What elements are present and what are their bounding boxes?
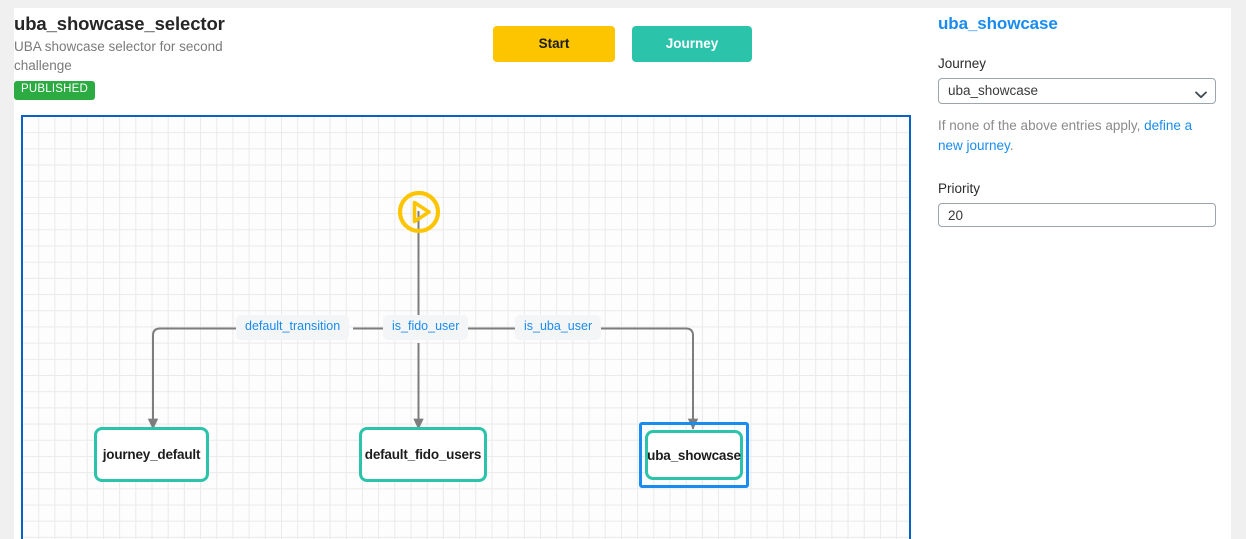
start-node[interactable] (396, 189, 442, 235)
journey-button[interactable]: Journey (632, 26, 752, 62)
page-title: uba_showcase_selector (14, 13, 225, 34)
node-uba-showcase-selection-ring[interactable]: uba_showcase (639, 422, 749, 488)
node-default-fido-users[interactable]: default_fido_users (359, 427, 487, 482)
node-uba-showcase[interactable]: uba_showcase (645, 430, 743, 480)
journey-select-wrap: uba_showcase (938, 78, 1216, 104)
edge-label-default-transition[interactable]: default_transition (236, 315, 350, 340)
priority-input[interactable] (938, 203, 1216, 228)
journey-helper-text: If none of the above entries apply, defi… (938, 116, 1218, 155)
define-new-journey-link[interactable]: define a new journey (938, 118, 1193, 153)
helper-prefix: If none of the above entries apply, (938, 118, 1145, 133)
properties-panel: uba_showcase Journey uba_showcase If non… (938, 14, 1228, 228)
journey-field-label: Journey (938, 56, 987, 71)
right-gutter (1231, 0, 1246, 539)
panel-title: uba_showcase (938, 14, 1058, 33)
page-subtitle: UBA showcase selector for second challen… (14, 39, 223, 73)
toolbar: Start Journey (493, 26, 752, 62)
helper-suffix: . (1009, 137, 1014, 153)
flow-canvas[interactable]: default_transition is_fido_user is_uba_u… (21, 115, 911, 539)
edge-label-is-uba-user[interactable]: is_uba_user (515, 315, 602, 340)
journey-field-block: Journey uba_showcase If none of the abov… (938, 56, 1228, 155)
header: uba_showcase_selector UBA showcase selec… (14, 12, 284, 101)
start-button[interactable]: Start (493, 26, 615, 62)
node-journey-default[interactable]: journey_default (94, 427, 209, 482)
priority-field-label: Priority (938, 181, 981, 197)
journey-select[interactable]: uba_showcase (938, 78, 1216, 104)
priority-field-block: Priority (938, 181, 1228, 228)
flow-edges (147, 211, 699, 430)
status-badge: PUBLISHED (14, 81, 95, 101)
edge-label-is-fido-user[interactable]: is_fido_user (383, 315, 469, 340)
play-circle-icon (397, 190, 441, 234)
